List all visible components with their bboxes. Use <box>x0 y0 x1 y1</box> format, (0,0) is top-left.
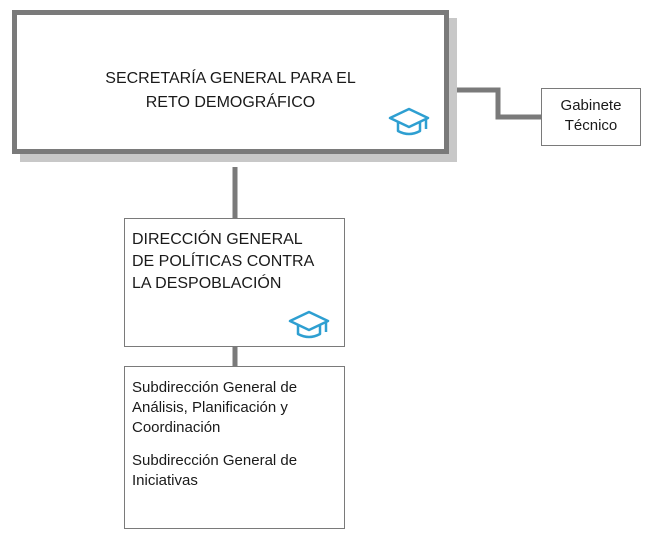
gabinete-tecnico-label: Gabinete Técnico <box>560 97 622 134</box>
secretaria-general-box: SECRETARÍA GENERAL PARA EL RETO DEMOGRÁF… <box>12 10 449 154</box>
graduation-cap-icon <box>288 310 330 339</box>
connector-secretaria-gabinete <box>457 87 541 120</box>
subdireccion-analisis-label: Subdirección General de Análisis, Planif… <box>132 379 298 436</box>
subdireccion-iniciativas-label: Subdirección General de Iniciativas <box>132 452 298 489</box>
gabinete-tecnico-box: Gabinete Técnico <box>541 88 641 146</box>
direccion-general-label: DIRECCIÓN GENERAL DE POLÍTICAS CONTRA LA… <box>132 231 315 292</box>
graduation-cap-icon <box>388 107 430 136</box>
secretaria-general-label: SECRETARÍA GENERAL PARA EL RETO DEMOGRÁF… <box>105 70 356 111</box>
subdirecciones-box: Subdirección General de Análisis, Planif… <box>124 366 345 529</box>
direccion-general-box: DIRECCIÓN GENERAL DE POLÍTICAS CONTRA LA… <box>124 218 345 347</box>
